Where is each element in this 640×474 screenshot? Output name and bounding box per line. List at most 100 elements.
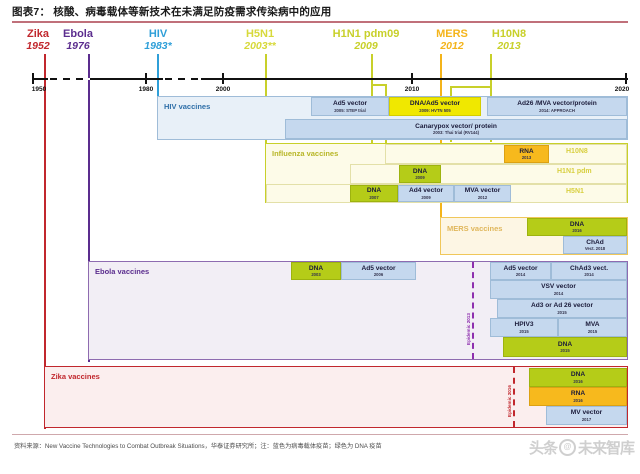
vaccine-label: Ad5 vector (332, 100, 368, 108)
vaccine-box-flu-mva[interactable]: MVA vector 2012 (454, 185, 511, 202)
panel-title-hiv: HIV vaccines (164, 102, 211, 111)
vaccine-box-hiv-canarypox[interactable]: Canarypox vector/ protein 2003: Thai tri… (285, 119, 627, 139)
vaccine-sub: 2017 (581, 416, 592, 422)
vaccine-box-hiv-ad26[interactable]: Ad26 /MVA vector/protein 2014: APPROACH (487, 97, 627, 116)
vaccine-sub: 2015 (557, 309, 567, 315)
axis-tick-label: 2020 (614, 86, 630, 93)
outbreak-name: MERS (436, 28, 468, 40)
axis-dash-1 (50, 78, 88, 80)
vaccine-box-zika-dna[interactable]: DNA 2016 (529, 368, 627, 387)
vaccine-box-hiv-ad5[interactable]: Ad5 vector 2005: STEP trial (311, 97, 389, 116)
vaccine-label: RNA (570, 390, 586, 398)
axis-tick (145, 73, 147, 84)
vaccine-box-ebola-chad3[interactable]: ChAd3 vect. 2014 (551, 262, 627, 280)
vaccine-sub: 2015 (519, 328, 529, 334)
page-title: 图表7： 核酸、病毒载体等新技术在未满足防疫需求传染病中的应用 (12, 6, 332, 18)
watermark-right-text: 未来智库 (577, 440, 635, 457)
epidemic-marker-2016 (513, 367, 515, 427)
stem-h10n8-elbow (450, 86, 491, 88)
vaccine-sub: 2014 (515, 272, 526, 278)
vaccine-box-mers-dna[interactable]: DNA 2016 (527, 218, 627, 236)
axis-tick-label: 2000 (215, 86, 231, 93)
outbreak-label-ebola: Ebola 1976 (42, 28, 114, 52)
vaccine-label: DNA (412, 167, 428, 175)
watermark-at-icon: @ (558, 439, 576, 456)
outbreak-name: Zika (26, 28, 49, 40)
outbreak-year: 1952 (26, 40, 50, 52)
influenza-row-h10n8 (385, 144, 627, 164)
vaccine-box-flu-rna[interactable]: RNA 2013 (504, 145, 549, 163)
axis-line (32, 78, 628, 80)
vaccine-box-flu-dna-2007[interactable]: DNA 2007 (350, 185, 398, 202)
epidemic-label-2016: Epidemic 2016 (507, 385, 512, 417)
axis-tick (32, 73, 34, 84)
vaccine-sub: 2016 (572, 228, 582, 234)
influenza-row-h1n1 (350, 164, 627, 184)
vaccine-box-hiv-dna-ad5[interactable]: DNA/Ad5 vector 2009: HVTN 505 (389, 97, 481, 116)
outbreak-year: 1983* (144, 40, 172, 52)
epidemic-marker-2013 (472, 262, 474, 359)
epidemic-label-2013: Epidemic 2013 (466, 313, 471, 345)
axis-dash-2 (165, 78, 199, 80)
vaccine-box-flu-ad4[interactable]: Ad4 vector 2009 (398, 185, 454, 202)
stem-h1n1-elbow (371, 84, 386, 86)
axis-tick (625, 73, 627, 84)
vaccine-sub: 2016 (573, 378, 583, 384)
vaccine-sub: 2009: HVTN 505 (419, 107, 451, 113)
vaccine-sub: 2003 (311, 272, 321, 278)
vaccine-sub: 2006 (373, 272, 384, 278)
vaccine-sub: 2005: STEP trial (334, 107, 366, 113)
vaccine-label: Ad4 vector (408, 187, 444, 195)
outbreak-name: H5N1 (245, 28, 275, 40)
vaccine-box-ebola-ad5-2014[interactable]: Ad5 vector 2014 (490, 262, 551, 280)
vaccine-sub: 2014 (553, 290, 564, 296)
vaccine-box-zika-mv[interactable]: MV vector 2017 (546, 406, 627, 425)
watermark: 头条 @ 未来智库 (528, 437, 635, 458)
vaccine-box-flu-dna-2009[interactable]: DNA 2009 (399, 165, 441, 183)
outbreak-label-mers: MERS 2012 (421, 28, 483, 52)
strain-label-h5n1: H5N1 (566, 188, 584, 195)
outbreak-name: H1N1 pdm09 (332, 28, 400, 40)
outbreak-year: 2009 (354, 40, 378, 52)
vaccine-label: DNA (557, 340, 573, 348)
outbreak-year: 2003** (244, 40, 276, 52)
vaccine-box-ebola-mva[interactable]: MVA 2015 (558, 318, 627, 337)
vaccine-sub: 2012 (477, 194, 488, 200)
vaccine-box-ebola-ad5-2006[interactable]: Ad5 vector 2006 (341, 262, 416, 280)
vaccine-label: DNA/Ad5 vector (409, 100, 461, 108)
vaccine-box-mers-chad[interactable]: ChAd Vect. 2018 (563, 236, 627, 254)
vaccine-sub: 2015 (560, 348, 570, 354)
watermark-left-text: 头条 (528, 440, 558, 457)
vaccine-sub: 2013 (521, 155, 532, 161)
vaccine-box-zika-rna[interactable]: RNA 2016 (529, 387, 627, 406)
vaccine-label: VSV vector (541, 283, 576, 291)
vaccine-box-ebola-hpiv3[interactable]: HPIV3 2015 (490, 318, 558, 337)
stem-hiv (157, 54, 159, 96)
vaccine-box-ebola-ad3[interactable]: Ad3 or Ad 26 vector 2015 (497, 299, 627, 318)
vaccine-label: HPIV3 (514, 321, 534, 329)
vaccine-sub: 2003: Thai trial (RV144) (432, 130, 479, 136)
outbreak-label-h5n1: H5N1 2003** (224, 28, 296, 52)
vaccine-box-ebola-vsv[interactable]: VSV vector 2014 (490, 280, 627, 299)
outbreak-label-h1n1: H1N1 pdm09 2009 (316, 28, 416, 52)
vaccine-label: RNA (519, 147, 534, 155)
vaccine-sub: 2014: APPROACH (539, 107, 575, 113)
outbreak-label-zika: Zika 1952 (2, 28, 74, 52)
vaccine-label: MVA (585, 321, 600, 329)
strain-label-h10n8: H10N8 (566, 148, 588, 155)
axis-tick-label: 2010 (404, 86, 420, 93)
vaccine-box-ebola-dna-2015[interactable]: DNA 2015 (503, 337, 627, 357)
vaccine-label: Ad5 vector (361, 264, 396, 272)
vaccine-sub: 2009 (421, 194, 431, 200)
outbreak-name: HIV (148, 28, 168, 40)
footer-divider (12, 434, 628, 435)
vaccine-label: ChAd (586, 238, 604, 246)
vaccine-label: Ad5 vector (503, 264, 538, 272)
vaccine-label: ChAd3 vect. (569, 264, 609, 272)
outbreak-year: 1976 (66, 40, 90, 52)
vaccine-label: Ad3 or Ad 26 vector (530, 302, 594, 310)
title-divider (12, 21, 628, 23)
stem-zika (44, 54, 46, 429)
influenza-row-h5n1 (266, 184, 627, 203)
vaccine-box-ebola-dna-2003[interactable]: DNA 2003 (291, 262, 341, 280)
